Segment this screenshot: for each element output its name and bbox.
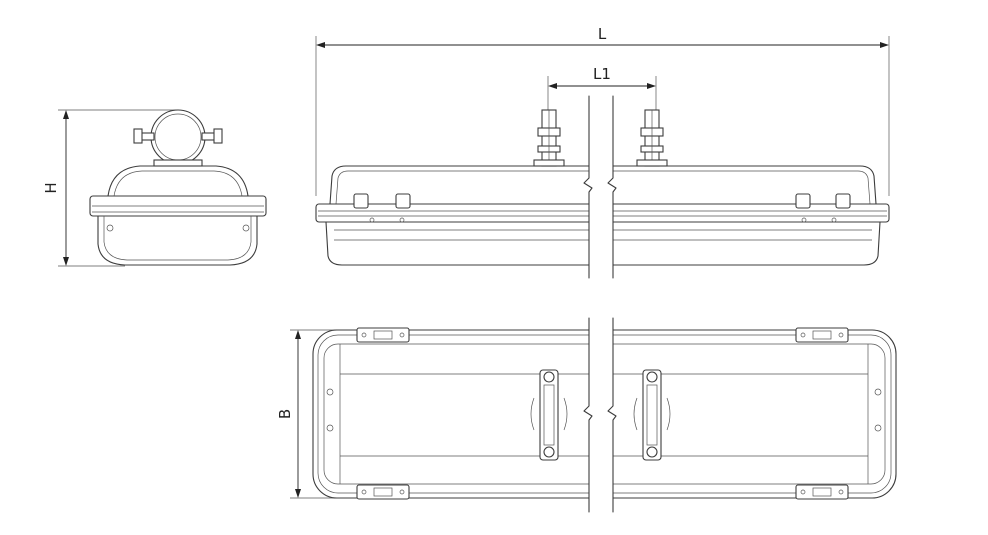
side-view: L L1 — [315, 25, 890, 279]
mount-spacing-dimension-line — [547, 76, 657, 112]
end-view: H — [42, 109, 267, 267]
width-dimension-line — [290, 329, 340, 499]
mounting-bracket-right — [636, 109, 668, 167]
width-dimension-label: B — [276, 409, 294, 419]
top-view-bracket-left — [530, 369, 568, 461]
top-view-bracket-right — [633, 369, 671, 461]
top-view-latches — [356, 327, 849, 500]
length-dimension-label: L — [598, 25, 607, 43]
top-view: B — [276, 317, 897, 513]
height-dimension-label: H — [42, 182, 60, 193]
end-view-housing — [89, 165, 267, 266]
pipe-clamp — [133, 109, 223, 167]
length-dimension-line — [315, 36, 890, 196]
mount-spacing-dimension-label: L1 — [593, 65, 611, 83]
side-view-break — [583, 95, 617, 279]
height-dimension-line — [58, 109, 178, 267]
top-view-break — [583, 317, 617, 513]
mounting-bracket-left — [533, 109, 565, 167]
